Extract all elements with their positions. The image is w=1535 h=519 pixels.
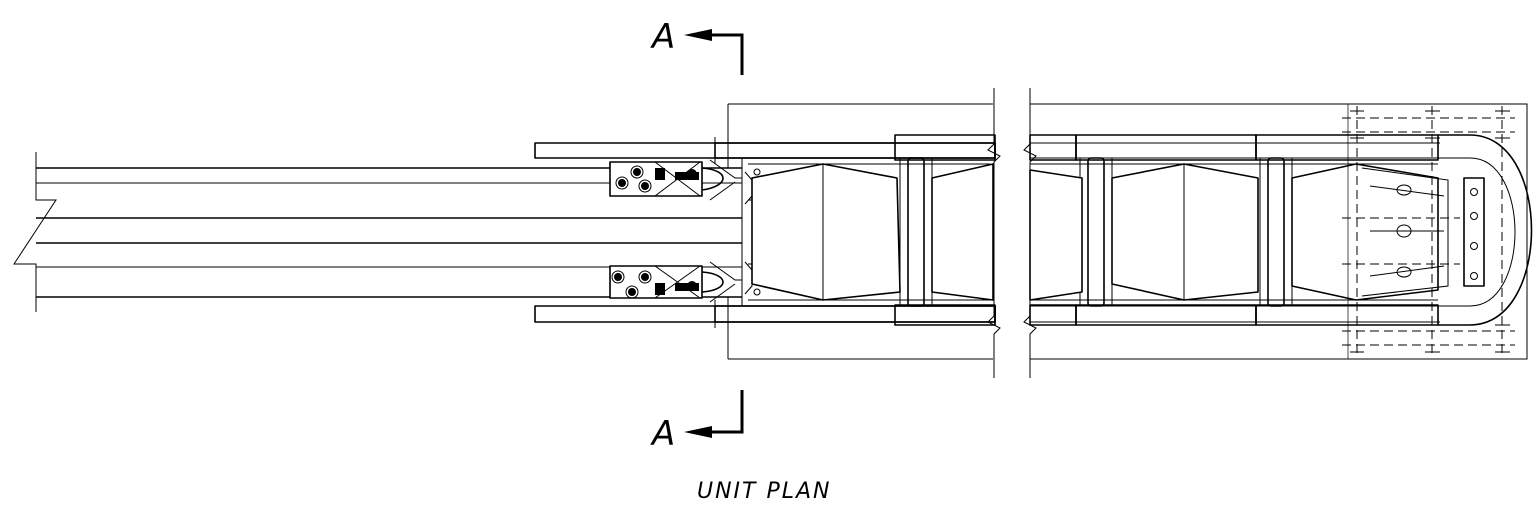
section-label-bottom: A bbox=[650, 414, 675, 454]
bolts bbox=[611, 165, 761, 299]
cartridge-3 bbox=[1029, 169, 1083, 301]
bolt-group-bottom bbox=[611, 270, 699, 299]
bolt-group-top bbox=[615, 165, 699, 193]
side-panels bbox=[534, 134, 1440, 328]
bottom-connector-plate bbox=[609, 265, 703, 299]
section-cut-top: A bbox=[650, 17, 744, 75]
nose-plate bbox=[1463, 177, 1485, 287]
break-line bbox=[13, 152, 57, 312]
unit-break-lines bbox=[987, 80, 1037, 380]
drawing-title: UNIT PLAN bbox=[697, 479, 832, 504]
cartridge-4 bbox=[1111, 163, 1259, 301]
transition-plates bbox=[609, 159, 753, 303]
anchor-bolts-hidden bbox=[1342, 104, 1515, 359]
section-cut-bottom: A bbox=[650, 390, 744, 454]
cartridges bbox=[748, 163, 1449, 301]
cartridge-5 bbox=[1291, 163, 1439, 301]
nose-end bbox=[1369, 134, 1533, 326]
pad-outline bbox=[727, 103, 1528, 360]
cartridge-1 bbox=[751, 163, 901, 301]
section-label-top: A bbox=[650, 17, 675, 57]
cartridge-2 bbox=[931, 163, 994, 301]
